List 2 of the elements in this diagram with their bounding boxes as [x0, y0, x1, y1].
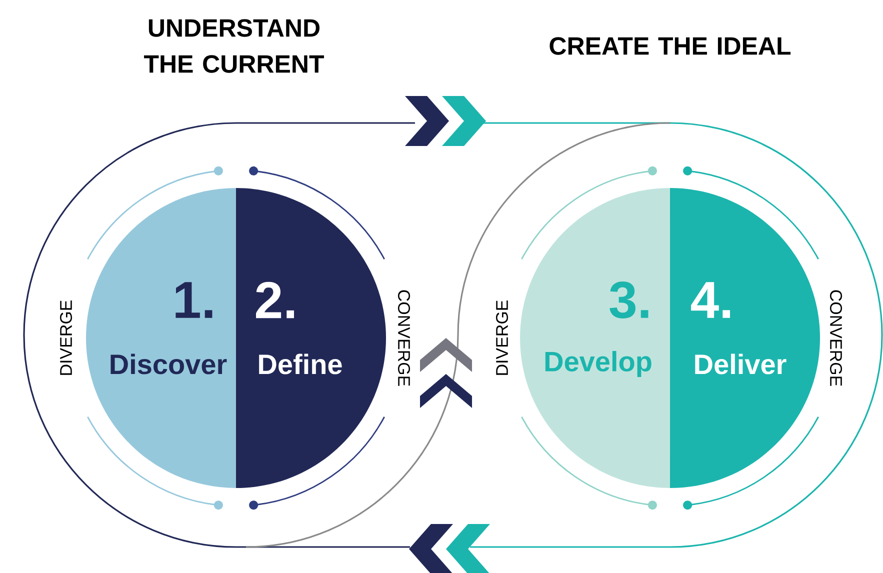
section-heading: CREATE THE IDEAL	[550, 37, 791, 55]
section-heading: UNDERSTAND THE CURRENT	[144, 19, 324, 73]
